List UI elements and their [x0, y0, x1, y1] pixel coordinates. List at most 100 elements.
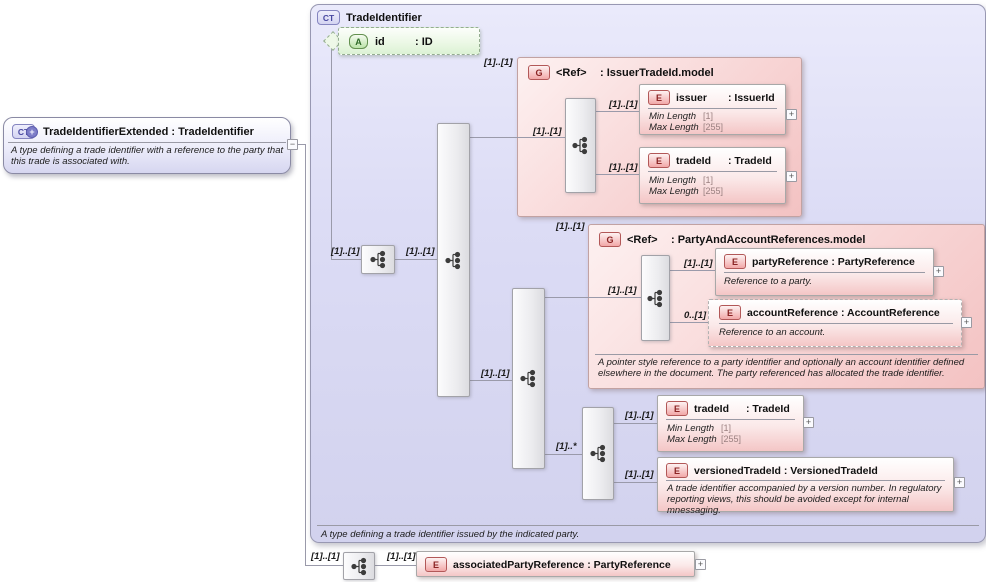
divider [719, 323, 953, 324]
attribute-icon: A [349, 34, 368, 49]
cardinality-label: [1]..[1] [533, 126, 562, 137]
sequence-icon [572, 136, 588, 155]
element-versionedtradeid[interactable]: E versionedTradeId : VersionedTradeId A … [657, 457, 954, 516]
connector-line [612, 423, 657, 424]
cardinality-label: [1]..[1] [484, 57, 513, 68]
sequence-connector[interactable] [512, 288, 545, 469]
attribute-type: : ID [415, 35, 433, 48]
connector-line [468, 380, 512, 381]
connector-line [331, 259, 362, 260]
facet-value: [255] [703, 186, 724, 196]
group-ref-label: <Ref> [556, 66, 587, 79]
expand-button[interactable]: + [803, 417, 814, 428]
complex-type-extension-icon: CT + [12, 124, 38, 139]
sequence-icon [369, 250, 385, 269]
element-name: versionedTradeId [694, 464, 781, 477]
element-type: : AccountReference [840, 306, 940, 319]
sequence-icon [520, 369, 536, 388]
element-type: : IssuerId [728, 91, 775, 104]
collapse-button[interactable]: − [287, 139, 298, 150]
element-tradeid-choice[interactable]: E tradeId: TradeId Min Length[1] Max Len… [657, 395, 804, 452]
connector-line [543, 454, 582, 455]
connector-line [305, 565, 344, 566]
element-type: : TradeId [746, 402, 790, 415]
element-associatedpartyreference[interactable]: E associatedPartyReference : PartyRefere… [416, 551, 695, 577]
element-accountreference[interactable]: E accountReference : AccountReference Re… [708, 299, 962, 347]
facet-value: [1] [721, 423, 732, 433]
sequence-connector[interactable] [437, 123, 470, 397]
attribute-name: id [375, 35, 385, 48]
element-name: tradeId [676, 154, 712, 167]
sequence-connector[interactable] [343, 552, 375, 580]
cardinality-label: [1]..[1] [684, 258, 713, 269]
cardinality-label: [1]..* [556, 441, 577, 452]
element-name: issuer [676, 91, 707, 104]
facet-label: Max Length [649, 122, 699, 133]
divider [595, 354, 978, 355]
extended-type-annotation: A type defining a trade identifier with … [11, 145, 284, 167]
cardinality-label: [1]..[1] [387, 551, 416, 562]
expand-button[interactable]: + [933, 266, 944, 277]
expand-button[interactable]: + [954, 477, 965, 488]
extension-plus-icon: + [26, 126, 38, 138]
connector-line [668, 270, 715, 271]
sequence-connector[interactable] [565, 98, 596, 193]
base-type-annotation: A type defining a trade identifier issue… [321, 529, 580, 540]
group-type-label: : PartyAndAccountReferences.model [671, 233, 866, 246]
element-name: associatedPartyReference [453, 558, 585, 571]
cardinality-label: [1]..[1] [609, 162, 638, 173]
base-type-title: TradeIdentifier [346, 11, 422, 24]
connector-line [612, 482, 657, 483]
complex-type-icon: CT [317, 10, 340, 25]
expand-button[interactable]: + [961, 317, 972, 328]
choice-connector[interactable] [582, 407, 614, 500]
expand-button[interactable]: + [786, 109, 797, 120]
cardinality-label: 0..[1] [684, 310, 707, 321]
sequence-connector[interactable] [641, 255, 670, 341]
connector-line [543, 297, 641, 298]
divider [8, 142, 286, 143]
sequence-connector[interactable] [361, 245, 395, 274]
connector-line [331, 46, 332, 260]
element-annotation: A trade identifier accompanied by a vers… [667, 483, 942, 516]
facet-label: Min Length [649, 175, 697, 186]
facet-value: [1] [703, 175, 714, 185]
facet-label: Max Length [667, 434, 717, 445]
connector-line [668, 322, 708, 323]
element-partyreference[interactable]: E partyReference : PartyReference Refere… [715, 248, 934, 296]
element-icon: E [724, 254, 746, 269]
expand-button[interactable]: + [695, 559, 706, 570]
cardinality-label: [1]..[1] [481, 368, 510, 379]
cardinality-label: [1]..[1] [609, 99, 638, 110]
element-issuer[interactable]: E issuer: IssuerId Min Length[1] Max Len… [639, 84, 786, 135]
element-type: : PartyReference [831, 255, 915, 268]
element-icon: E [425, 557, 447, 572]
cardinality-label: [1]..[1] [406, 246, 435, 257]
element-tradeid[interactable]: E tradeId: TradeId Min Length[1] Max Len… [639, 147, 786, 204]
element-type: : VersionedTradeId [783, 464, 878, 477]
group-icon: G [599, 232, 621, 247]
cardinality-label: [1]..[1] [331, 246, 360, 257]
connector-line [298, 144, 306, 145]
element-icon: E [648, 153, 670, 168]
sequence-icon [647, 289, 663, 307]
group-type-label: : IssuerTradeId.model [600, 66, 714, 79]
cardinality-label: [1]..[1] [625, 469, 654, 480]
connector-line [373, 565, 417, 566]
element-type: : PartyReference [587, 558, 671, 571]
element-type: : TradeId [728, 154, 772, 167]
attribute-id[interactable]: A id : ID [338, 27, 480, 55]
facet-value: [1] [703, 111, 714, 121]
element-annotation: Reference to an account. [719, 327, 826, 338]
facet-value: [255] [703, 122, 724, 132]
complex-type-extended-box[interactable]: CT + TradeIdentifierExtended : TradeIden… [3, 117, 291, 174]
element-name: partyReference [752, 255, 829, 268]
expand-button[interactable]: + [786, 171, 797, 182]
group-icon: G [528, 65, 550, 80]
cardinality-label: [1]..[1] [556, 221, 585, 232]
connector-line [594, 111, 639, 112]
connector-line [393, 259, 437, 260]
group-annotation: A pointer style reference to a party ide… [598, 357, 965, 379]
sequence-icon [589, 444, 605, 463]
